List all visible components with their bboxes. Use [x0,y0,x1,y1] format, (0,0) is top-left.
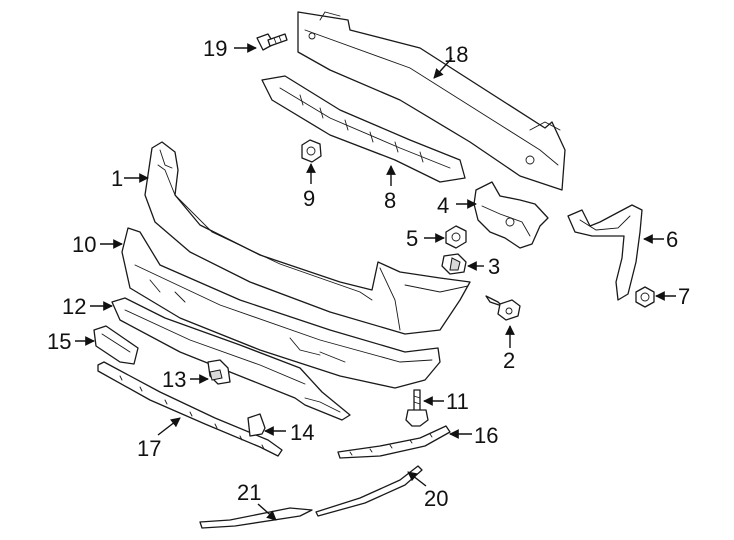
callout-8: 8 [384,188,396,213]
callout-11: 11 [446,389,469,414]
callout-15: 15 [47,329,71,354]
leader-lines [75,43,676,521]
bumper-cover [144,141,471,335]
reflector [93,325,139,365]
nut-5 [445,225,467,249]
bolt-11 [405,389,429,427]
molding-16 [337,425,451,459]
callout-5: 5 [406,226,418,251]
callout-10: 10 [72,232,96,257]
callout-9: 9 [303,186,315,211]
callout-3: 3 [488,254,500,279]
callout-18: 18 [444,42,468,67]
molding-20 [315,465,423,517]
callout-6: 6 [666,227,678,252]
callout-13: 13 [162,367,186,392]
screw-2 [485,295,521,321]
callout-7: 7 [678,284,690,309]
reinforcement-beam [297,11,566,191]
grommet-3 [441,253,467,275]
callout-21: 21 [237,480,261,505]
bracket-4 [473,181,549,249]
side-bracket-6 [567,204,643,301]
energy-absorber [261,75,466,183]
nut-9 [301,139,322,163]
callout-19: 19 [203,36,227,61]
callout-12: 12 [62,294,86,319]
lower-valance [121,227,441,389]
bolt-19 [256,33,288,51]
molding-17 [97,361,283,457]
callout-4: 4 [437,193,449,218]
clip-14 [247,413,266,437]
callout-20: 20 [424,486,448,511]
molding-21 [199,507,313,529]
callout-16: 16 [474,423,498,448]
clip-13 [207,359,231,385]
callout-1: 1 [111,166,123,191]
callout-2: 2 [503,348,515,373]
nut-7 [635,286,655,308]
callout-14: 14 [290,420,314,445]
callout-17: 17 [137,436,161,461]
diffuser [111,297,351,421]
